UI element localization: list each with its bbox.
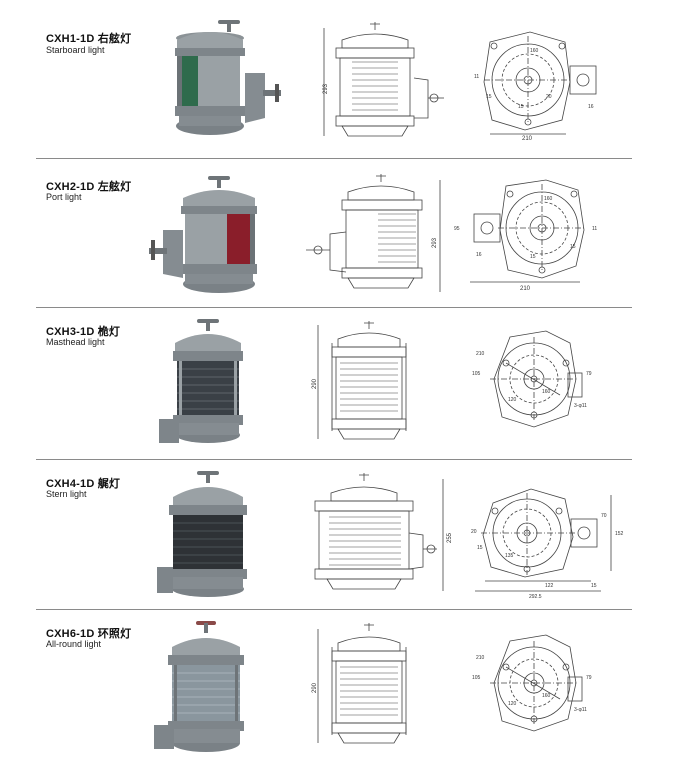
product-photo <box>154 621 244 752</box>
front-elevation-drawing: 290 <box>312 623 407 744</box>
product-name-en: All-round light <box>46 639 102 649</box>
product-row-cxh1: CXH1-1D 右舷灯 Starboard light 293 <box>0 0 678 150</box>
model-number: CXH1-1D 右舷灯 <box>46 33 132 45</box>
svg-text:210: 210 <box>476 655 485 661</box>
lens-stern <box>173 515 243 571</box>
svg-text:20: 20 <box>471 529 477 535</box>
top-plan-drawing: 210 105 79 120 3-φ11 160 <box>472 330 592 428</box>
front-elevation-drawing: 255 <box>314 473 453 591</box>
model-number: CXH4-1D 艉灯 <box>46 478 121 490</box>
svg-text:210: 210 <box>522 136 533 142</box>
svg-text:11: 11 <box>474 74 479 80</box>
svg-text:210: 210 <box>520 286 531 292</box>
product-row-cxh6: CXH6-1D 环照灯 All-round light 290 <box>0 611 678 761</box>
svg-text:15: 15 <box>530 254 536 260</box>
svg-text:120: 120 <box>508 701 517 707</box>
svg-text:135: 135 <box>505 553 514 559</box>
svg-text:15: 15 <box>486 94 492 100</box>
svg-text:11: 11 <box>592 226 597 232</box>
svg-text:160: 160 <box>542 389 551 395</box>
svg-text:160: 160 <box>542 693 551 699</box>
svg-text:290: 290 <box>312 682 318 693</box>
svg-text:160: 160 <box>544 196 553 202</box>
product-name-en: Starboard light <box>46 45 105 55</box>
svg-text:255: 255 <box>447 532 453 543</box>
product-row-cxh2: CXH2-1D 左舷灯 Port light 293 <box>0 160 678 310</box>
model-number: CXH2-1D 左舷灯 <box>46 181 132 193</box>
top-plan-drawing: 210 95 11 15 16 160 15 <box>454 179 597 292</box>
svg-text:160: 160 <box>530 48 539 54</box>
svg-text:292.5: 292.5 <box>529 594 542 600</box>
svg-text:79: 79 <box>586 675 592 681</box>
svg-text:15: 15 <box>518 104 524 110</box>
product-photo <box>149 176 257 293</box>
svg-text:293: 293 <box>432 237 438 248</box>
product-row-cxh4: CXH4-1D 艉灯 Stern light 255 <box>0 461 678 611</box>
product-name-en: Masthead light <box>46 337 105 347</box>
svg-text:210: 210 <box>476 351 485 357</box>
product-row-cxh3: CXH3-1D 桅灯 Masthead light 290 <box>0 309 678 459</box>
svg-text:15: 15 <box>591 583 597 589</box>
row-divider <box>36 609 632 610</box>
product-photo <box>175 20 281 135</box>
product-photo <box>159 319 243 443</box>
front-elevation-drawing: 290 <box>312 321 407 440</box>
svg-text:120: 120 <box>508 397 517 403</box>
product-photo <box>157 471 247 597</box>
top-plan-drawing: 210 11 15 16 160 20 15 <box>474 31 597 142</box>
svg-text:95: 95 <box>454 226 460 232</box>
svg-text:70: 70 <box>601 513 607 519</box>
svg-text:3-φ11: 3-φ11 <box>574 403 587 409</box>
lens-port <box>227 214 251 266</box>
lens-starboard <box>180 56 198 108</box>
svg-text:3-φ11: 3-φ11 <box>574 707 587 713</box>
front-elevation-drawing: 293 <box>323 22 444 137</box>
row-divider <box>36 158 632 159</box>
front-elevation-drawing: 293 <box>306 174 441 292</box>
product-name-en: Port light <box>46 192 82 202</box>
svg-text:15: 15 <box>477 545 483 551</box>
svg-text:105: 105 <box>472 675 481 681</box>
lens-all-round <box>172 665 240 723</box>
svg-text:15: 15 <box>570 244 576 250</box>
row-divider <box>36 459 632 460</box>
top-plan-drawing: 20 15 135 122 15 292.5 152 70 <box>471 488 624 600</box>
svg-text:16: 16 <box>476 252 482 258</box>
svg-text:122: 122 <box>545 583 554 589</box>
svg-text:79: 79 <box>586 371 592 377</box>
svg-text:16: 16 <box>588 104 594 110</box>
svg-text:152: 152 <box>615 531 624 537</box>
svg-text:105: 105 <box>472 371 481 377</box>
svg-text:290: 290 <box>312 378 318 389</box>
svg-text:20: 20 <box>546 94 552 100</box>
product-name-en: Stern light <box>46 489 87 499</box>
top-plan-drawing: 210 105 79 120 3-φ11 160 <box>472 634 592 732</box>
model-number: CXH3-1D 桅灯 <box>46 326 121 338</box>
model-number: CXH6-1D 环照灯 <box>46 628 132 640</box>
lens-clear <box>177 361 239 417</box>
svg-text:293: 293 <box>323 83 329 94</box>
row-divider <box>36 307 632 308</box>
